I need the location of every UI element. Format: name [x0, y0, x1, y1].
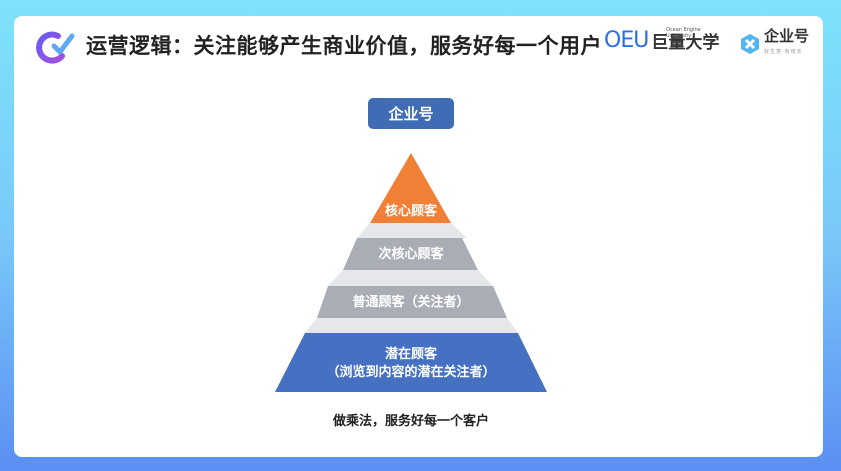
- brand-tagline: 好生意 有增长: [764, 49, 803, 55]
- pyramid-level-core: [370, 153, 451, 223]
- level-label-regular: 普通顾客（关注者）: [352, 295, 470, 310]
- shadow-3: [305, 318, 518, 333]
- brand-name: 巨量大学: [651, 33, 720, 53]
- check-circle-logo-icon: [36, 31, 75, 64]
- shadow-1: [357, 223, 467, 238]
- pyramid-level-regular: [317, 286, 507, 318]
- oeu-logo-mark: OEU: [604, 27, 649, 53]
- page-title: 运营逻辑：关注能够产生商业价值，服务好每一个用户: [86, 34, 602, 58]
- caption: 做乘法，服务好每一个客户: [332, 414, 489, 429]
- level-label-core: 核心顾客: [384, 204, 437, 219]
- level-label-potential-detail: （浏览到内容的潜在关注者）: [326, 365, 496, 380]
- qiye-logo-icon: [741, 34, 759, 54]
- pyramid-level-potential: [275, 333, 547, 392]
- level-label-potential: 潜在顾客: [384, 347, 437, 362]
- ocean-engine-university-logo: OEU Ocean Engine University 巨量大学: [604, 27, 720, 53]
- brand-tagline: Ocean Engine University: [666, 27, 701, 39]
- brand-name: 企业号: [764, 27, 810, 45]
- enterprise-label: 企业号: [368, 98, 454, 129]
- level-label-sub-core: 次核心顾客: [378, 247, 444, 262]
- pyramid-level-sub-core: [343, 238, 478, 270]
- qiye-logo: 企业号好生意 有增长: [740, 28, 809, 60]
- shadow-2: [328, 270, 493, 286]
